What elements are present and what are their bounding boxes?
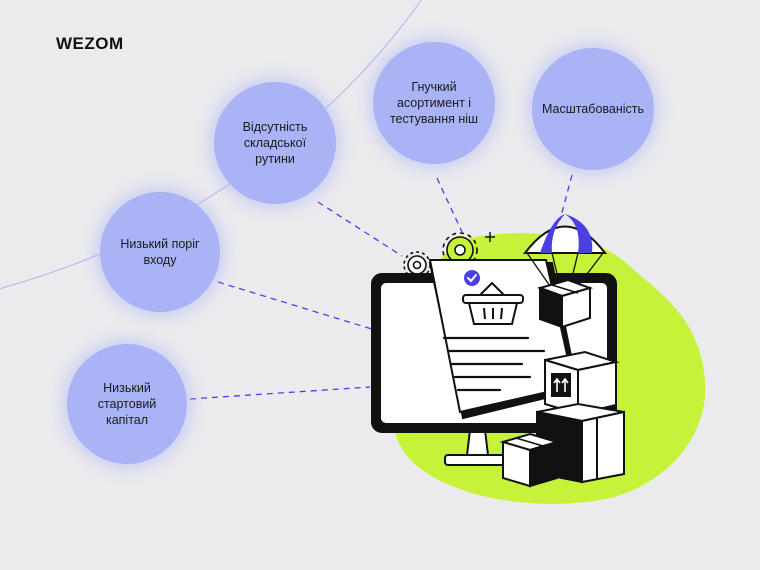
- box-icon: [499, 432, 561, 488]
- connector-lines: [189, 174, 573, 400]
- benefit-label: Масштабованість: [541, 101, 645, 116]
- connector-flexible-assortment: [436, 177, 463, 233]
- connector-low-start-capital: [189, 386, 371, 400]
- connector-scalability: [559, 174, 573, 221]
- benefit-label: Гнучкий асортимент і тестування ніш: [389, 79, 479, 127]
- benefit-label: Низький поріг входу: [120, 236, 200, 267]
- benefit-bubble-low-start-capital: Низький стартовий капітал: [67, 344, 187, 464]
- brand-logo: WEZOM: [56, 34, 124, 53]
- connector-low-entry: [217, 281, 376, 331]
- benefit-bubble-no-warehouse: Відсутність складської рутини: [214, 82, 336, 204]
- benefit-bubble-low-entry: Низький поріг входу: [100, 192, 220, 312]
- benefit-bubble-scalability: Масштабованість: [532, 48, 654, 170]
- shopping-basket-icon: [462, 281, 524, 325]
- benefit-label: Відсутність складської рутини: [242, 119, 308, 167]
- this-side-up-icon: [553, 377, 569, 392]
- box-icon: [544, 350, 620, 416]
- document-lines: [442, 336, 546, 392]
- box-icon: [536, 278, 594, 329]
- connector-no-warehouse: [317, 201, 403, 257]
- benefit-label: Низький стартовий капітал: [97, 380, 157, 428]
- parachute-icon: [522, 214, 608, 287]
- sparkle-icon: [485, 232, 495, 242]
- checkmark-icon: [464, 270, 480, 286]
- benefit-bubble-flexible-assortment: Гнучкий асортимент і тестування ніш: [373, 42, 495, 164]
